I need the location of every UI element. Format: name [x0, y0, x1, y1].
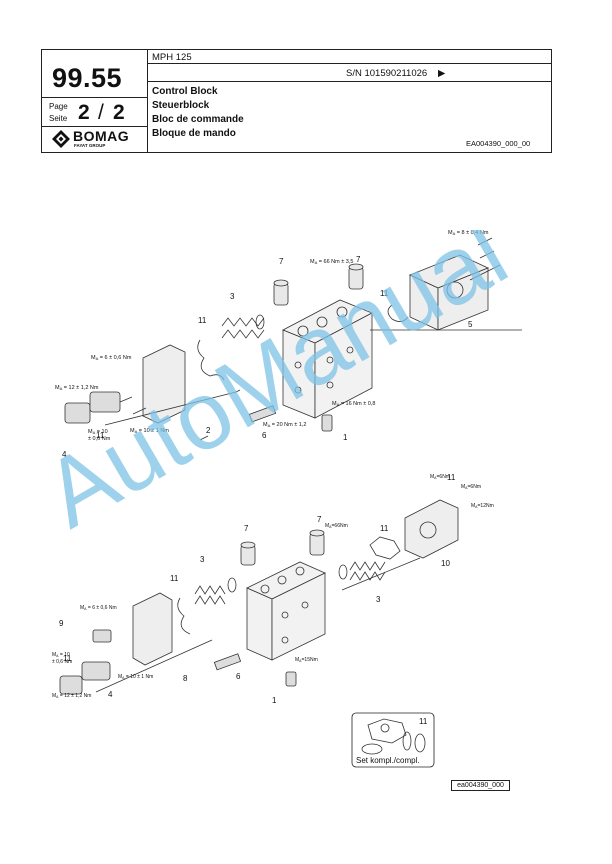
control-block-top [282, 299, 373, 419]
seal-kit-label: Set kompl./compl. [356, 756, 420, 765]
svg-text:MA = 10: MA = 10 [88, 429, 108, 435]
svg-text:MA=66Nm: MA=66Nm [325, 523, 348, 529]
actuator-5 [408, 254, 490, 331]
gasket-11-top-left [197, 339, 225, 381]
svg-text:11: 11 [63, 654, 72, 663]
svg-text:6: 6 [236, 672, 241, 681]
svg-text:± 0,6 Nm: ± 0,6 Nm [52, 659, 72, 665]
svg-text:MA=15Nm: MA=15Nm [295, 657, 318, 663]
cover-8 [132, 592, 173, 666]
svg-text:5: 5 [468, 320, 473, 329]
svg-text:1: 1 [343, 433, 348, 442]
header-rule-model [147, 63, 552, 64]
svg-text:MA = 6 ± 0,6 Nm: MA = 6 ± 0,6 Nm [91, 355, 132, 361]
svg-text:11: 11 [380, 524, 389, 533]
solenoid-9 [92, 629, 112, 643]
svg-text:MA = 20 Nm ± 1,2: MA = 20 Nm ± 1,2 [263, 422, 306, 428]
valve-7-bottom [240, 529, 325, 566]
header-box [41, 49, 552, 153]
svg-text:MA = 6 ± 0,6 Nm: MA = 6 ± 0,6 Nm [80, 605, 117, 611]
svg-text:11: 11 [96, 431, 105, 440]
title-fr: Bloc de commande [152, 114, 244, 125]
fitting-1-top [321, 414, 333, 432]
svg-text:MA = 66 Nm ± 3,5: MA = 66 Nm ± 3,5 [310, 259, 353, 265]
svg-text:11: 11 [170, 574, 179, 583]
svg-text:3: 3 [230, 292, 235, 301]
svg-text:MA = 12 ± 1,2 Nm: MA = 12 ± 1,2 Nm [55, 385, 99, 391]
solenoid-4-top [64, 391, 121, 424]
page-separator: / [98, 101, 104, 124]
svg-text:7: 7 [244, 524, 249, 533]
svg-text:11: 11 [198, 316, 207, 325]
gasket-11-bottom-right [369, 536, 401, 560]
spring-3-bottom-right [338, 561, 386, 581]
solenoid-4-bottom [59, 661, 111, 695]
header-rule-serial [147, 81, 552, 82]
svg-text:11: 11 [447, 473, 456, 482]
svg-text:MA=6Nm: MA=6Nm [461, 484, 481, 490]
svg-text:7: 7 [356, 255, 361, 264]
seal-kit-number: 11 [419, 717, 428, 726]
gasket-11-top-right [387, 304, 409, 322]
figure-reference: ea004390_000 [451, 780, 510, 791]
header-rule-page [41, 126, 147, 127]
spring-3-top [221, 314, 265, 339]
svg-text:4: 4 [62, 450, 67, 459]
logo-text: BOMAG [73, 128, 130, 144]
title-es: Bloque de mando [152, 128, 236, 139]
fitting-1-bottom [285, 671, 297, 687]
bomag-logo-icon [52, 130, 70, 148]
serial-arrow-icon: ▶ [438, 68, 446, 79]
svg-text:MA = 10: MA = 10 [52, 652, 70, 658]
page-current: 2 [78, 101, 90, 124]
model-name: MPH 125 [152, 52, 192, 63]
doc-code: EA004390_000_00 [466, 139, 531, 148]
logo-subtext: FAYAT GROUP [74, 143, 106, 148]
svg-text:9: 9 [59, 619, 64, 628]
svg-text:3: 3 [200, 555, 205, 564]
svg-text:1: 1 [272, 696, 277, 705]
svg-text:MA = 8 ± 0,4 Nm: MA = 8 ± 0,4 Nm [448, 230, 489, 236]
svg-text:11: 11 [380, 289, 389, 298]
fitting-6-top [248, 405, 277, 423]
header-rule-number [41, 97, 147, 98]
svg-text:MA = 16 Nm ± 0,8: MA = 16 Nm ± 0,8 [332, 401, 375, 407]
svg-text:7: 7 [279, 257, 284, 266]
svg-text:MA = 12 ± 1,2 Nm: MA = 12 ± 1,2 Nm [52, 693, 91, 699]
svg-text:6: 6 [262, 431, 267, 440]
svg-text:8: 8 [183, 674, 188, 683]
page-total: 2 [113, 101, 125, 124]
fitting-6-bottom [213, 653, 242, 671]
svg-text:MA=6Nm: MA=6Nm [430, 474, 450, 480]
page-number: 99.55 [52, 63, 123, 93]
header-divider-vertical [147, 49, 148, 153]
serial-number: S/N 101590211026 [346, 68, 428, 79]
title-en: Control Block [152, 86, 218, 97]
gasket-11-bottom-left [177, 597, 191, 635]
svg-text:MA=12Nm: MA=12Nm [471, 503, 494, 509]
svg-text:MA = 10 ± 1 Nm: MA = 10 ± 1 Nm [130, 428, 169, 434]
actuator-10 [404, 499, 459, 559]
valve-7-top [273, 263, 364, 306]
control-block-bottom [246, 561, 326, 661]
svg-text:10: 10 [441, 559, 450, 568]
svg-text:2: 2 [206, 426, 211, 435]
title-de: Steuerblock [152, 100, 210, 111]
svg-text:4: 4 [108, 690, 113, 699]
page-label: Page [49, 102, 68, 111]
svg-text:± 0,6 Nm: ± 0,6 Nm [88, 436, 111, 442]
cover-2-top [142, 344, 186, 424]
svg-text:3: 3 [376, 595, 381, 604]
spring-3-bottom-left [194, 577, 237, 605]
seite-label: Seite [49, 114, 68, 123]
svg-text:7: 7 [317, 515, 322, 524]
svg-text:MA = 10 ± 1 Nm: MA = 10 ± 1 Nm [118, 674, 153, 680]
seal-kit-box [351, 712, 435, 768]
